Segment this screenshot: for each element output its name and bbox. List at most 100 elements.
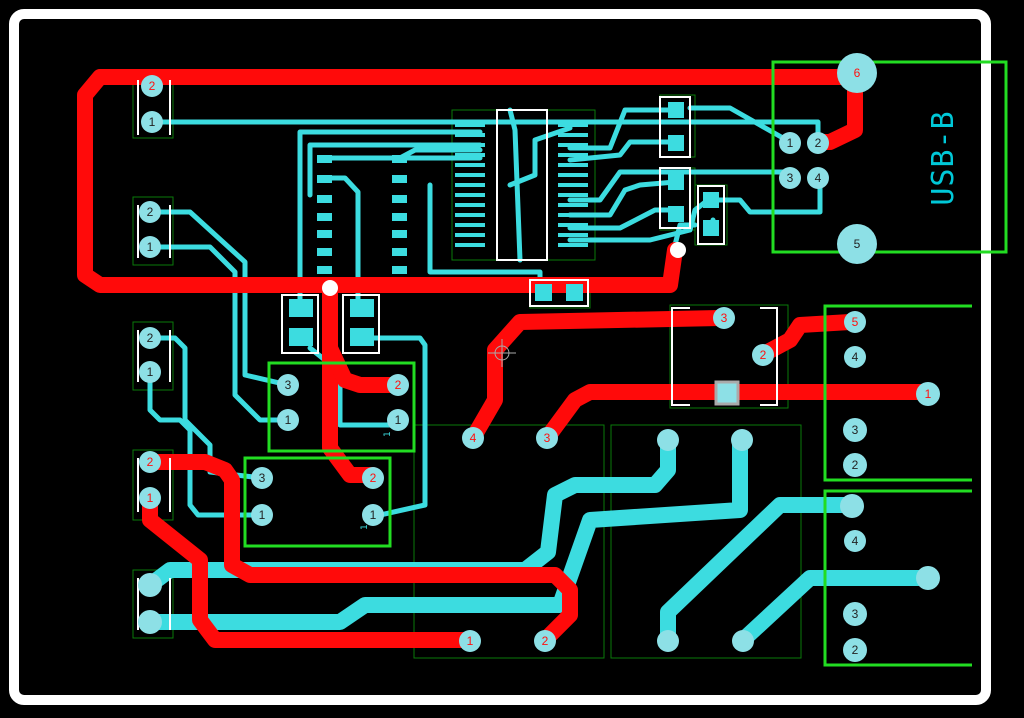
relay-pin-1-label: 1 — [467, 634, 474, 648]
crosshair-marker — [488, 339, 516, 367]
sw1-pin-2: 2 — [387, 374, 409, 396]
sw1-pin-3-shape — [277, 374, 299, 396]
sw1-pin-1b: 1 — [387, 409, 409, 431]
sw2-pin-1: 1 — [251, 504, 273, 526]
term-bot-pin-a-shape — [840, 494, 864, 518]
term-top-pin-4: 4 — [844, 346, 866, 368]
term-top-pin-4-label: 4 — [852, 350, 859, 364]
header4-pin-2-shape — [139, 451, 161, 473]
header4-pin-2: 2 — [139, 451, 161, 473]
usb-pin-3: 3 — [779, 167, 801, 189]
usb-pin-2-label: 2 — [815, 136, 822, 150]
header2-pin-2-shape — [139, 201, 161, 223]
term-top-pin-4-shape — [844, 346, 866, 368]
sw2-pin-1-shape — [251, 504, 273, 526]
term-bot-pin-4: 4 — [844, 530, 866, 552]
usb-pin-2: 2 — [807, 132, 829, 154]
sw1-pin-1b-shape — [387, 409, 409, 431]
header2-pin-1-label: 1 — [147, 240, 154, 254]
relay-pin-2: 2 — [534, 630, 556, 652]
header1-pin-1: 1 — [141, 111, 163, 133]
relay-pin-3: 3 — [536, 427, 558, 449]
relay2-pin-c — [657, 630, 679, 652]
header4-pin-2-label: 2 — [147, 455, 154, 469]
sw1-pin-3-label: 3 — [285, 378, 292, 392]
usb-pin-3-label: 3 — [787, 171, 794, 185]
header3-pin-1-label: 1 — [147, 365, 154, 379]
term-bot-pin-3-shape — [843, 602, 867, 626]
usb-b-label: USB-B — [926, 110, 961, 205]
relay2-pin-a-shape — [657, 429, 679, 451]
term-bot-pin-3-label: 3 — [852, 607, 859, 621]
header1-pin-2: 2 — [141, 75, 163, 97]
term-bot-pin-b-shape — [916, 566, 940, 590]
term-bot-pin-2: 2 — [843, 638, 867, 662]
sw2-pin-2-shape — [362, 467, 384, 489]
term-top-pin-5: 5 — [844, 311, 866, 333]
usb-pin-4-label: 4 — [815, 171, 822, 185]
header2-pin-1: 1 — [139, 236, 161, 258]
ic-pin-3-shape — [713, 307, 735, 329]
term-bot-pin-a — [840, 494, 864, 518]
relay-pin-3-label: 3 — [544, 431, 551, 445]
term-top-pin-2: 2 — [843, 453, 867, 477]
sw2-pin-1b-shape — [362, 504, 384, 526]
relay-pin-4-shape — [462, 427, 484, 449]
sw1-pin-1-shape — [277, 409, 299, 431]
sw2-pin-2-label: 2 — [370, 471, 377, 485]
sw2-pin-3: 3 — [251, 467, 273, 489]
header2-pin-1-shape — [139, 236, 161, 258]
usb-pin-4-shape — [807, 167, 829, 189]
header2-pin-2: 2 — [139, 201, 161, 223]
usb-pin-5-shape — [837, 224, 877, 264]
relay-pin-1: 1 — [459, 630, 481, 652]
term-bot-pin-4-label: 4 — [852, 534, 859, 548]
sw1-pin-2-label: 2 — [395, 378, 402, 392]
smd-square-pads — [289, 102, 740, 406]
term-top-pin-1-shape — [916, 382, 940, 406]
soic-pads — [317, 155, 407, 274]
relay2-pin-b — [731, 429, 753, 451]
sw1-pin-1: 1 — [277, 409, 299, 431]
header2-pin-2-label: 2 — [147, 205, 154, 219]
header4-pin-1: 1 — [139, 487, 161, 509]
term-top-pin-1: 1 — [916, 382, 940, 406]
sw1-pin-2-shape — [387, 374, 409, 396]
sw1-mark: 1 — [383, 431, 393, 437]
header3-pin-1-shape — [139, 361, 161, 383]
header5-pin-b — [138, 610, 162, 634]
term-top-pin-1-label: 1 — [925, 387, 932, 401]
term-top-pin-5-shape — [844, 311, 866, 333]
sw2-pin-3-label: 3 — [259, 471, 266, 485]
term-bot-pin-4-shape — [844, 530, 866, 552]
usb-pin-1: 1 — [779, 132, 801, 154]
relay2-pin-c-shape — [657, 630, 679, 652]
relay-pin-4-label: 4 — [470, 431, 477, 445]
usb-pin-2-shape — [807, 132, 829, 154]
header1-pin-1-shape — [141, 111, 163, 133]
usb-pin-6-label: 6 — [854, 66, 861, 80]
usb-pin-3-shape — [779, 167, 801, 189]
term-top-pin-3-shape — [843, 418, 867, 442]
relay-pin-3-shape — [536, 427, 558, 449]
sw2-pin-1b: 1 — [362, 504, 384, 526]
header1-pin-2-shape — [141, 75, 163, 97]
ic-pin-2: 2 — [752, 344, 774, 366]
header5-pin-a-shape — [138, 573, 162, 597]
ic-pin-2-label: 2 — [760, 348, 767, 362]
usb-pin-5: 5 — [837, 224, 877, 264]
sw2-pin-1-label: 1 — [259, 508, 266, 522]
relay2-pin-b-shape — [731, 429, 753, 451]
ic-pin-3-label: 3 — [721, 311, 728, 325]
header5-pin-b-shape — [138, 610, 162, 634]
header3-pin-2-shape — [139, 327, 161, 349]
term-bot-pin-2-label: 2 — [852, 643, 859, 657]
relay2-pin-d — [732, 630, 754, 652]
ic-pin-3: 3 — [713, 307, 735, 329]
sw1-pin-1-label: 1 — [285, 413, 292, 427]
sw2-pin-1b-label: 1 — [370, 508, 377, 522]
usb-pin-1-label: 1 — [787, 136, 794, 150]
usb-pin-6: 6 — [837, 53, 877, 93]
header3-pin-2-label: 2 — [147, 331, 154, 345]
